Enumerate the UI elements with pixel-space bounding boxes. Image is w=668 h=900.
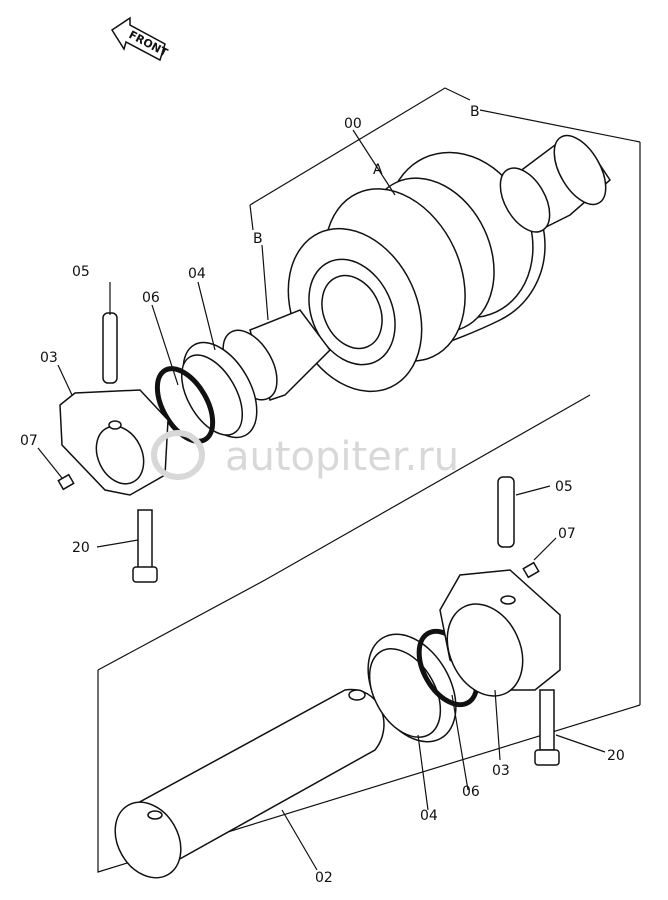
- label-collar-bottom: 03: [492, 763, 510, 779]
- label-bolt-top: 20: [72, 540, 90, 556]
- label-plug-top: 07: [20, 433, 38, 449]
- label-collar-top: 03: [40, 350, 58, 366]
- watermark-text: autopiter.ru: [225, 434, 459, 480]
- label-bushing-left: B: [253, 231, 263, 247]
- label-roller: A: [373, 162, 383, 178]
- bolt-lower: [534, 689, 560, 766]
- bushing-upper: [499, 134, 611, 233]
- shaft: [114, 688, 385, 879]
- plug-upper: [57, 473, 75, 491]
- assembly-frame: [97, 87, 641, 873]
- bolt-upper: [132, 509, 158, 583]
- label-assembly: 00: [344, 116, 362, 132]
- floating-seal-lower: [367, 633, 457, 743]
- leader-lines: [37, 129, 606, 871]
- label-seal-bottom: 04: [420, 808, 438, 824]
- floating-seal-upper: [180, 341, 258, 439]
- front-arrow: FRONT: [110, 16, 170, 62]
- label-seal-top: 04: [188, 266, 206, 282]
- label-o-ring-bottom: 06: [462, 784, 480, 800]
- label-o-ring-top: 06: [142, 290, 160, 306]
- label-pin-bottom: 05: [555, 479, 573, 495]
- o-ring-upper: [154, 366, 216, 444]
- collar-lower: [439, 569, 561, 697]
- label-bushing-top: B: [470, 104, 480, 120]
- pin-upper: [102, 312, 118, 384]
- label-plug-bottom: 07: [558, 526, 576, 542]
- label-pin-top: 05: [72, 264, 90, 280]
- watermark: autopiter.ru: [151, 430, 459, 480]
- label-bolt-bottom: 20: [607, 748, 625, 764]
- pin-lower: [497, 476, 515, 548]
- collar-upper: [59, 389, 169, 496]
- label-shaft: 02: [315, 870, 333, 886]
- plug-lower: [522, 561, 540, 579]
